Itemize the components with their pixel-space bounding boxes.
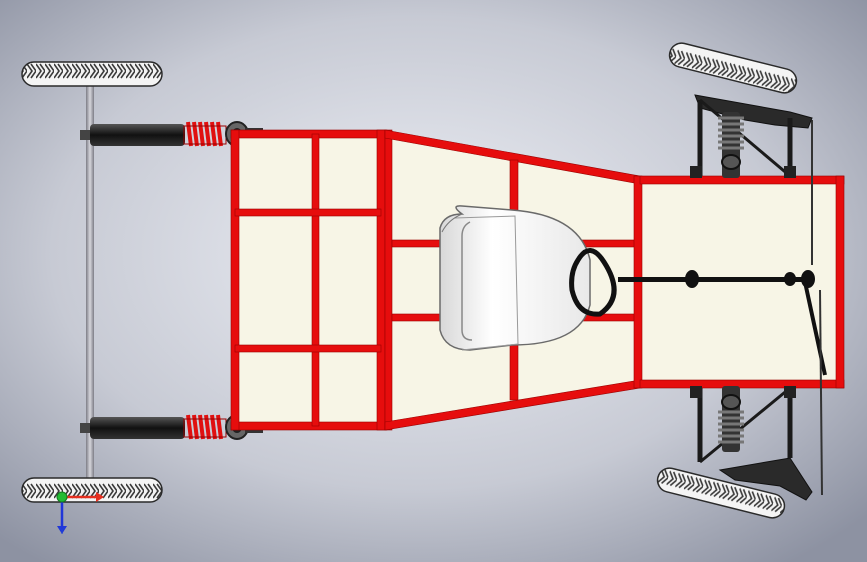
front-top-spring xyxy=(718,116,744,150)
triad-axis-label: Y xyxy=(59,526,66,537)
rear-bottom-spring xyxy=(186,414,223,440)
rear-bottom-shock-absorber[interactable] xyxy=(80,414,263,440)
steering-wheel[interactable] xyxy=(569,248,617,317)
rear-left-tire[interactable] xyxy=(21,61,163,87)
rear-top-spring xyxy=(186,121,223,147)
rear-right-tire[interactable] xyxy=(21,477,163,503)
driver-seat[interactable] xyxy=(439,205,591,351)
front-right-tire[interactable] xyxy=(655,466,787,521)
steering-assembly[interactable] xyxy=(569,120,827,496)
orientation-triad-icon xyxy=(56,491,104,534)
front-bottom-spring xyxy=(718,410,744,444)
front-top-suspension[interactable] xyxy=(690,94,813,178)
steering-column[interactable] xyxy=(618,277,808,282)
rear-axle-shaft[interactable] xyxy=(86,84,94,484)
front-bottom-suspension[interactable] xyxy=(690,386,813,501)
front-left-tire[interactable] xyxy=(667,41,799,96)
